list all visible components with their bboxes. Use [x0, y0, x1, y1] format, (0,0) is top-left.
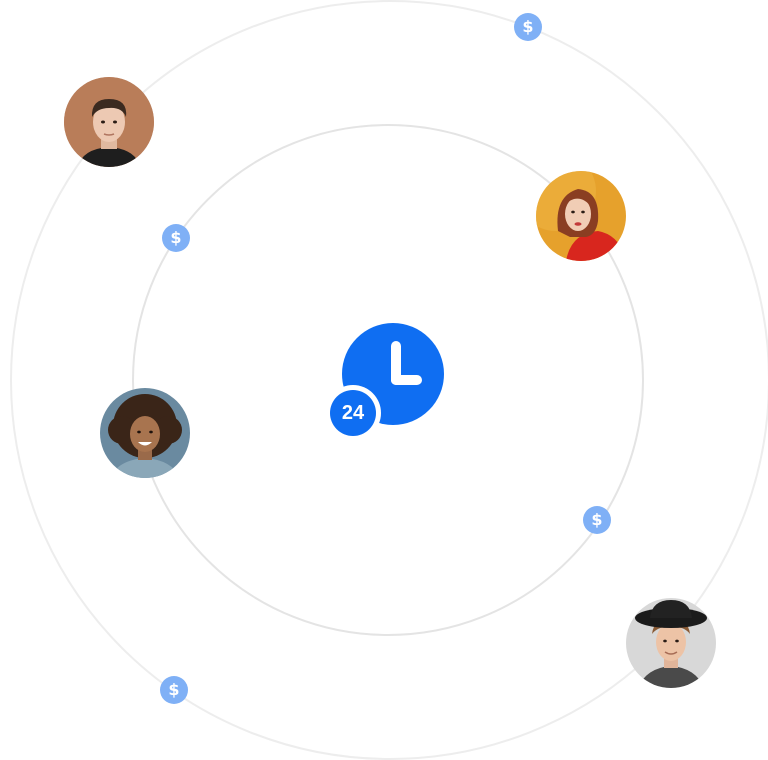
- clock-24-logo: 24: [325, 323, 446, 441]
- badge-24-label: 24: [330, 390, 376, 436]
- avatar: [536, 171, 626, 261]
- avatar: [626, 598, 716, 688]
- dollar-icon: $: [160, 676, 188, 704]
- avatar: [100, 388, 190, 478]
- dollar-icon: $: [162, 224, 190, 252]
- inner-orbit-ring: [132, 124, 644, 636]
- avatar: [64, 77, 154, 167]
- clock-hand-minute: [391, 375, 422, 385]
- dollar-icon: $: [514, 13, 542, 41]
- clock-hand-hour: [391, 341, 401, 385]
- logo-badge: 24: [325, 385, 381, 441]
- dollar-icon: $: [583, 506, 611, 534]
